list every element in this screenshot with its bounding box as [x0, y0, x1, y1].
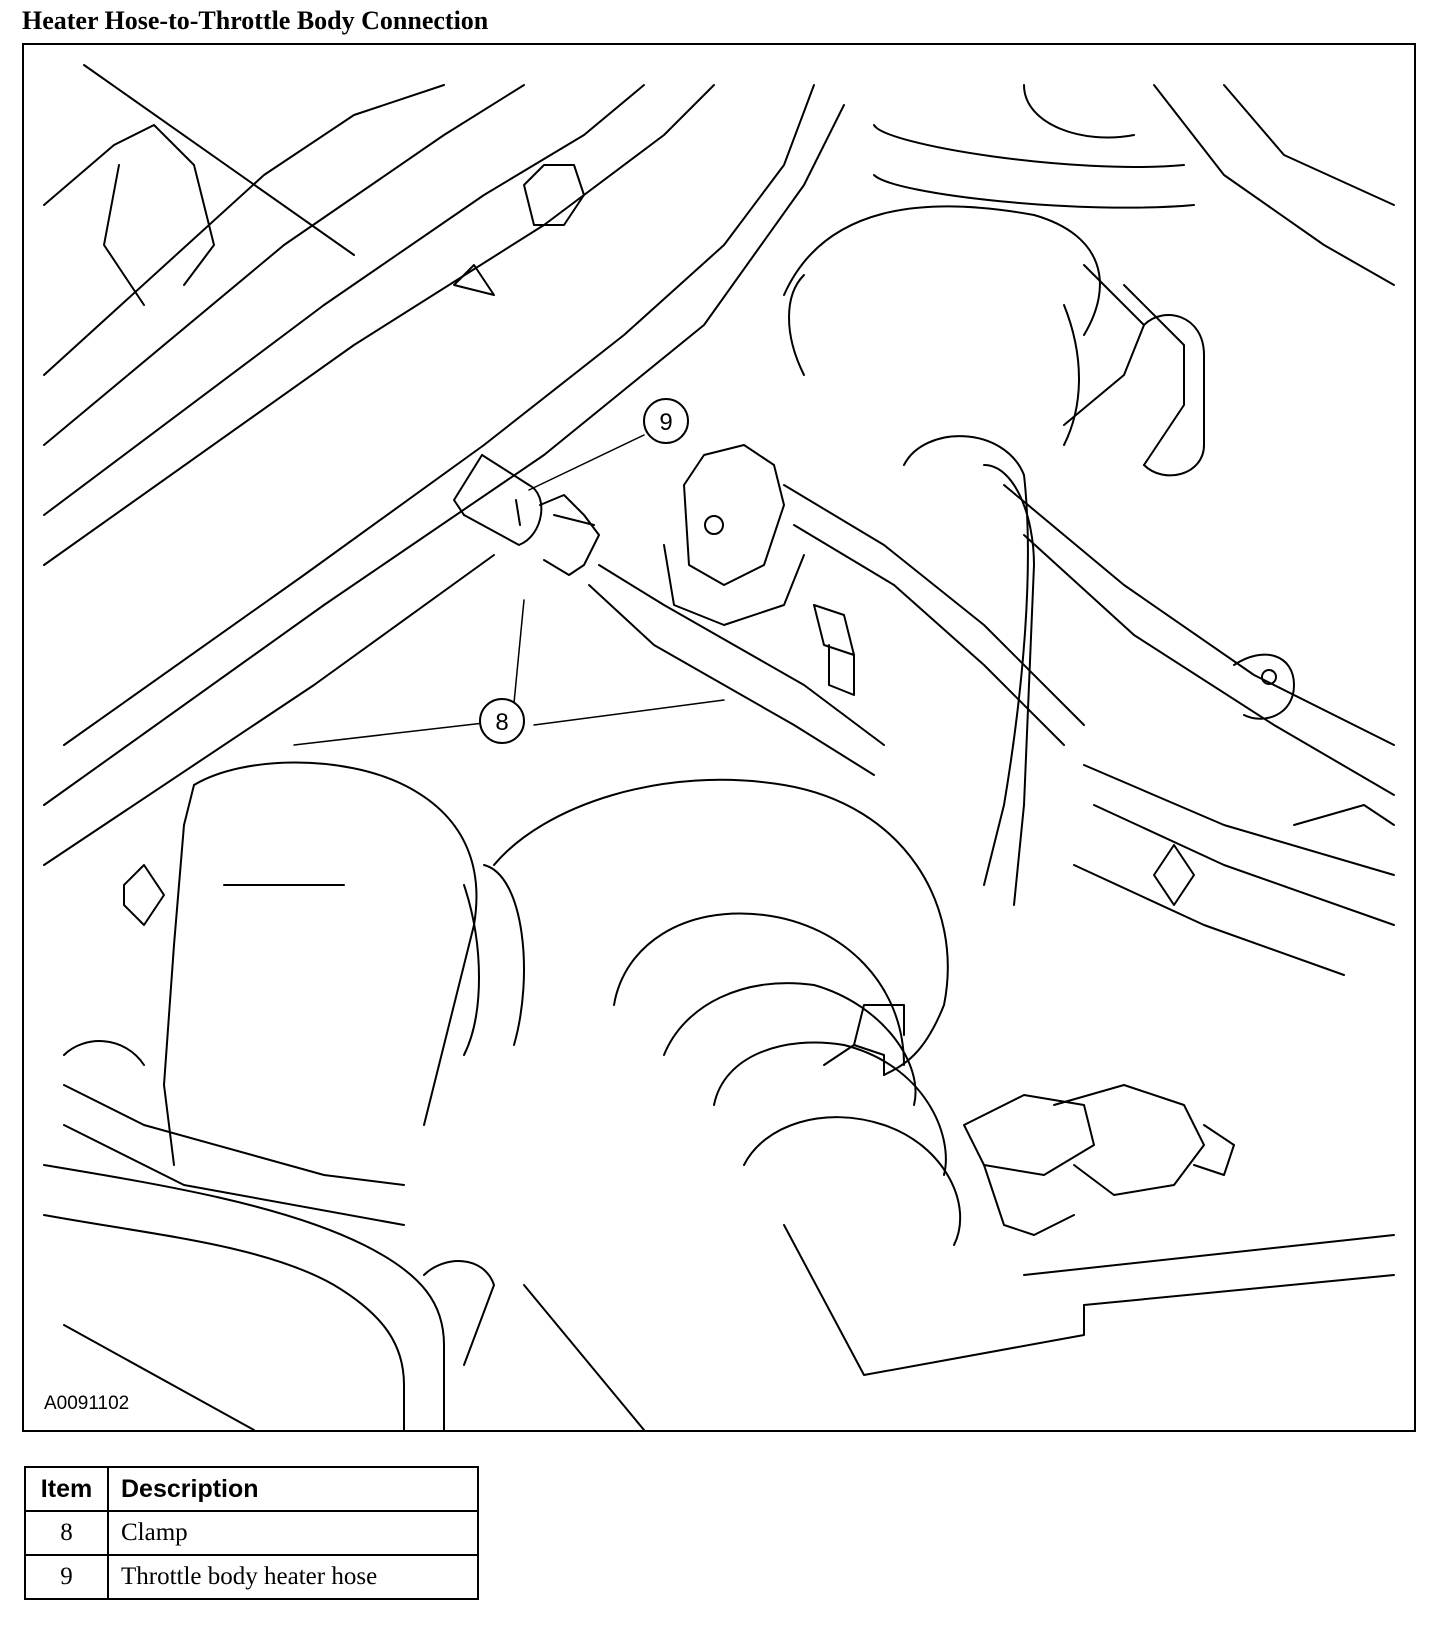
legend-item-description: Clamp: [107, 1510, 479, 1556]
table-row: 8 Clamp: [24, 1510, 479, 1556]
heater-hose-and-clamp: [453, 454, 885, 776]
legend-header-description: Description: [107, 1466, 479, 1512]
callout-9-label: 9: [659, 409, 672, 436]
callout-leaders: [293, 434, 725, 746]
legend-table: Item Description 8 Clamp 9 Throttle body…: [24, 1466, 479, 1600]
air-tubes-upper: [783, 84, 1395, 477]
illustration-frame: 9 8 A0091102: [22, 43, 1416, 1432]
legend-header-item: Item: [24, 1466, 109, 1512]
cowl-panel-lines: [43, 64, 845, 866]
throttle-body: [663, 444, 1085, 746]
legend-item-number: 8: [24, 1510, 109, 1556]
heater-hoses-right: [903, 435, 1395, 976]
sensor-connector: [963, 1084, 1235, 1236]
callout-9: 9: [643, 398, 689, 444]
figure-id: A0091102: [44, 1393, 130, 1414]
legend-item-description: Throttle body heater hose: [107, 1554, 479, 1600]
legend-header-row: Item Description: [24, 1466, 479, 1512]
engine-illustration: 9 8: [43, 64, 1395, 1430]
table-row: 9 Throttle body heater hose: [24, 1554, 479, 1600]
legend-item-number: 9: [24, 1554, 109, 1600]
callout-8-label: 8: [495, 709, 508, 736]
intake-air-tube: [463, 778, 1085, 1376]
callout-8: 8: [479, 698, 525, 744]
diagram-title: Heater Hose-to-Throttle Body Connection: [22, 6, 489, 35]
hose-lower-left: [43, 1164, 1395, 1430]
air-cleaner-duct: [63, 761, 478, 1226]
